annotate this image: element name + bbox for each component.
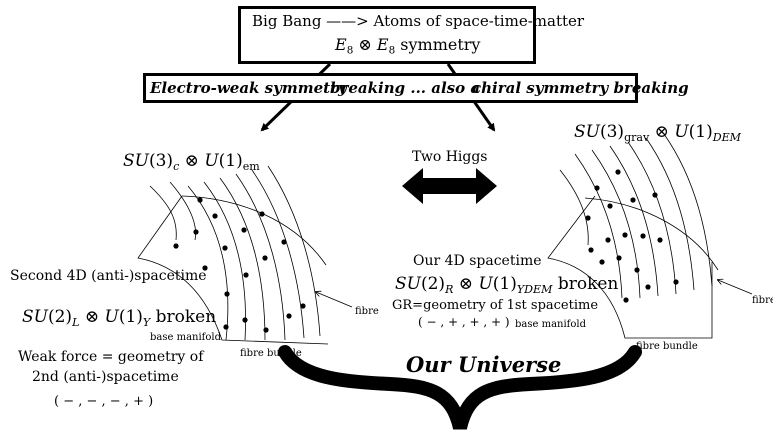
- our-spacetime-label: Our 4D spacetime: [413, 253, 542, 269]
- right-fibre-bundle-label: fibre bundle: [636, 341, 698, 352]
- right-points: [585, 169, 679, 303]
- two-higgs-double-arrow: [402, 168, 497, 204]
- left-fibre-bundle-label: fibre bundle: [240, 348, 302, 359]
- universe-brace: [278, 345, 642, 430]
- two-higgs-label: Two Higgs: [412, 149, 488, 165]
- left-fibre-pointer: [316, 292, 353, 308]
- left-fibre-label: fibre: [355, 306, 379, 317]
- weak-force-line2: 2nd (anti-)spacetime: [32, 369, 179, 385]
- e8-symmetry-line: E8 ⊗ E8 symmetry: [335, 35, 481, 57]
- big-bang-box: [238, 6, 536, 64]
- left-base-outline: [137, 195, 329, 345]
- gr-geometry-label: GR=geometry of 1st spacetime: [392, 298, 599, 313]
- weak-force-line1: Weak force = geometry of: [18, 349, 204, 365]
- band-breaking: breaking ... also a: [330, 79, 481, 97]
- left-broken-group: SU(2)L ⊗ U(1)Y broken: [22, 307, 217, 329]
- band-electroweak: Electro-weak symmetry: [150, 79, 347, 97]
- right-base-manifold-label: base manifold: [515, 319, 586, 330]
- left-signature: ( − , − , − , + ): [54, 394, 154, 409]
- right-fibre-pointer: [718, 280, 753, 295]
- right-base-outline: [547, 195, 713, 339]
- right-fibre-label: fibre: [752, 295, 773, 306]
- big-bang-line: Big Bang ——> Atoms of space-time-matter: [252, 12, 585, 30]
- right-broken-group: SU(2)R ⊗ U(1)YDEM broken: [395, 274, 619, 296]
- right-gauge-group: SU(3)grav ⊗ U(1)DEM: [574, 122, 741, 144]
- left-points: [173, 197, 306, 333]
- symmetry-breaking-band: [143, 73, 638, 103]
- right-signature: ( − , + , + , + ): [418, 315, 510, 329]
- left-gauge-group: SU(3)c ⊗ U(1)em: [123, 151, 260, 173]
- band-chiral: chiral symmetry breaking: [472, 79, 689, 97]
- right-fibre-bundle: [547, 133, 719, 339]
- our-universe-label: Our Universe: [406, 352, 562, 377]
- left-base-manifold-label: base manifold: [150, 332, 221, 343]
- second-spacetime-label: Second 4D (anti-)spacetime: [10, 268, 207, 284]
